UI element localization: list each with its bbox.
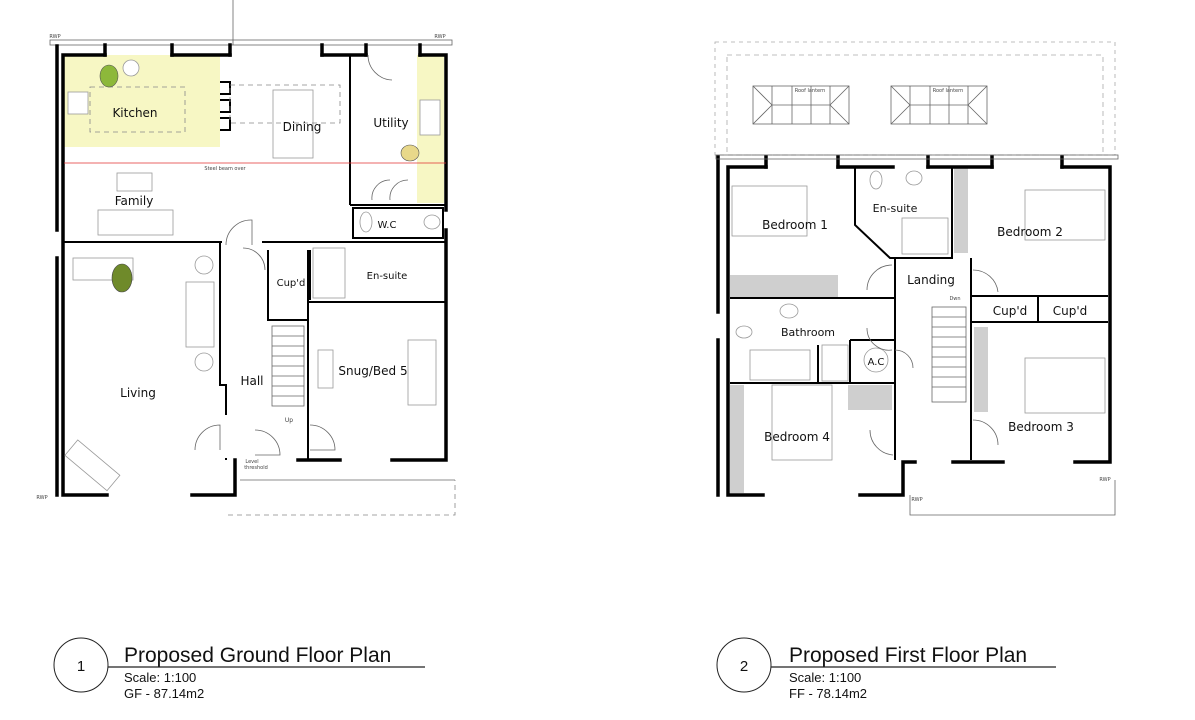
drawing-scale: Scale: 1:100 (124, 670, 196, 685)
first-floor-plan: Roof lantern Roof lantern (714, 41, 1119, 701)
room-label-ac: A.C (868, 357, 885, 368)
ground-floor-caption: 1 Proposed Ground Floor Plan Scale: 1:10… (53, 637, 425, 701)
roof-lantern-label: Roof lantern (933, 88, 964, 94)
ground-internal-walls (64, 55, 446, 460)
rwp-note: RWP (434, 34, 445, 40)
first-internal-walls (730, 167, 1108, 460)
first-furniture (731, 170, 1106, 461)
bed-2 (1024, 189, 1106, 241)
person-figure-utility (400, 144, 420, 162)
wc-toilet (423, 214, 441, 230)
first-stairs (931, 306, 967, 403)
wc-basin (359, 211, 373, 233)
family-sofa (97, 209, 174, 236)
ensuite-shower (901, 217, 949, 255)
room-label-kitchen: Kitchen (112, 106, 157, 120)
airing-cupboard-cylinder (863, 347, 889, 373)
level-threshold-note-2: threshold (244, 465, 268, 471)
rwp-note: RWP (36, 495, 47, 501)
person-figure-living (111, 263, 133, 293)
room-label-family: Family (115, 194, 154, 208)
roof-lantern-2: Roof lantern (890, 85, 988, 125)
rwp-note: RWP (911, 497, 922, 503)
drawing-title: Proposed First Floor Plan (789, 644, 1027, 667)
snug-sofa (407, 339, 437, 406)
room-label-bedroom1: Bedroom 1 (762, 218, 828, 232)
hob (67, 91, 89, 115)
room-label-bedroom4: Bedroom 4 (764, 430, 830, 444)
kitchen-island (89, 86, 186, 133)
room-label-landing: Landing (907, 273, 955, 287)
rwp-note: RWP (49, 34, 60, 40)
roof-outline (714, 41, 1116, 156)
room-label-cupd: Cup'd (277, 278, 306, 289)
room-label-snug: Snug/Bed 5 (338, 364, 407, 378)
room-label-bedroom2: Bedroom 2 (997, 225, 1063, 239)
person-figure-kitchen (99, 64, 119, 88)
drawing-area: GF - 87.14m2 (124, 686, 204, 701)
level-threshold-note-1: Level (245, 459, 258, 465)
ground-stairs (271, 325, 305, 407)
room-label-ensuite: En-suite (367, 271, 408, 282)
sink (122, 59, 140, 77)
rwp-note: RWP (1099, 477, 1110, 483)
ground-floor-plan: Steel beam over (36, 0, 456, 701)
drawing-area: FF - 78.14m2 (789, 686, 867, 701)
room-label-wc: W.C (378, 220, 397, 231)
room-label-utility: Utility (373, 116, 408, 130)
roof-lantern-label: Roof lantern (795, 88, 826, 94)
bar-stools (220, 81, 231, 131)
stairs-down-note: Dwn (949, 296, 960, 302)
steel-beam-note: Steel beam over (204, 166, 246, 172)
bed-1 (731, 185, 808, 237)
bed-4 (771, 384, 833, 461)
first-outer-walls (715, 154, 1119, 516)
ground-outer-walls (49, 0, 456, 516)
shower (312, 247, 346, 299)
tv-unit (64, 439, 121, 492)
room-label-cupd-1: Cup'd (993, 304, 1028, 318)
bed-3 (1024, 357, 1106, 414)
ground-furniture (64, 54, 441, 492)
roof-lantern-1: Roof lantern (752, 85, 850, 125)
storage-areas (730, 168, 988, 493)
drawing-title: Proposed Ground Floor Plan (124, 644, 391, 667)
drawing-scale: Scale: 1:100 (789, 670, 861, 685)
room-label-cupd-2: Cup'd (1053, 304, 1088, 318)
bath (749, 349, 811, 381)
room-label-bedroom3: Bedroom 3 (1008, 420, 1074, 434)
living-sofa-2 (185, 281, 215, 348)
first-floor-caption: 2 Proposed First Floor Plan Scale: 1:100… (716, 637, 1056, 701)
drawing-number: 2 (740, 658, 748, 675)
room-label-living: Living (120, 386, 156, 400)
stairs-up-note: Up (285, 417, 293, 424)
coffee-table (116, 172, 153, 192)
dining-table (272, 89, 314, 159)
utility-sink (419, 99, 441, 136)
room-label-hall: Hall (240, 374, 263, 388)
room-label-bathroom: Bathroom (781, 326, 835, 339)
room-label-ensuite: En-suite (873, 202, 918, 215)
room-label-dining: Dining (283, 120, 322, 134)
drawing-number: 1 (77, 658, 85, 675)
